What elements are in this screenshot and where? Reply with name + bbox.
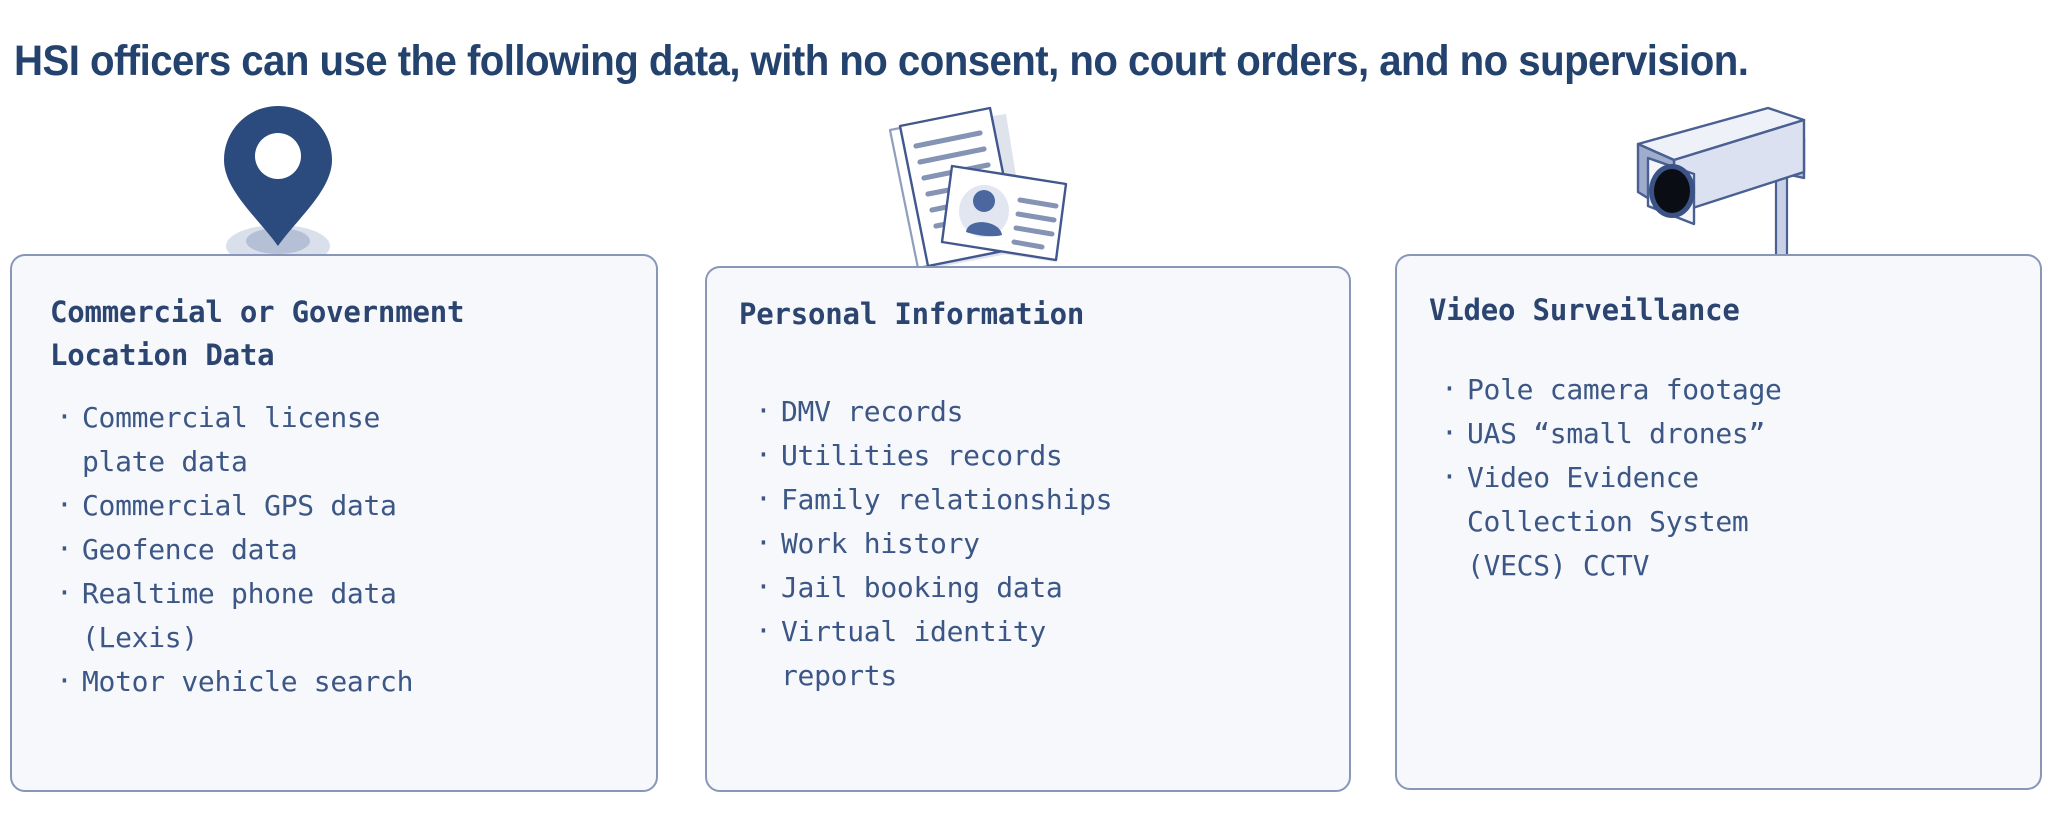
card-personal-information: Personal Information DMV records Utiliti… [705,266,1351,792]
list-item: Virtual identity reports [751,609,1331,698]
list-item: Pole camera footage [1437,367,2017,412]
cctv-camera-icon [1618,100,1833,275]
card-item-list: DMV records Utilities records Family rel… [751,389,1331,698]
list-item: Jail booking data [751,565,1331,610]
list-item: Work history [751,521,1331,566]
card-video-surveillance: Video Surveillance Pole camera footage U… [1395,254,2042,790]
page-title: HSI officers can use the following data,… [14,36,1749,85]
list-item: Geofence data [52,527,632,572]
card-location-data: Commercial or Government Location Data C… [10,254,658,792]
list-item: DMV records [751,389,1331,434]
card-item-list: Commercial license plate data Commercial… [52,395,632,704]
list-item: Video Evidence Collection System (VECS) … [1437,455,2017,588]
list-item: Utilities records [751,433,1331,478]
list-item: Commercial license plate data [52,395,632,484]
list-item: Family relationships [751,477,1331,522]
list-item: UAS “small drones” [1437,411,2017,456]
card-title: Personal Information [739,297,1085,331]
list-item: Realtime phone data (Lexis) [52,571,632,660]
card-item-list: Pole camera footage UAS “small drones” V… [1437,367,2017,588]
list-item: Commercial GPS data [52,483,632,528]
location-pin-icon [188,98,368,273]
card-title: Video Surveillance [1429,293,1740,327]
documents-id-card-icon [860,100,1090,290]
card-title: Commercial or Government Location Data [50,295,465,372]
list-item: Motor vehicle search [52,659,632,704]
